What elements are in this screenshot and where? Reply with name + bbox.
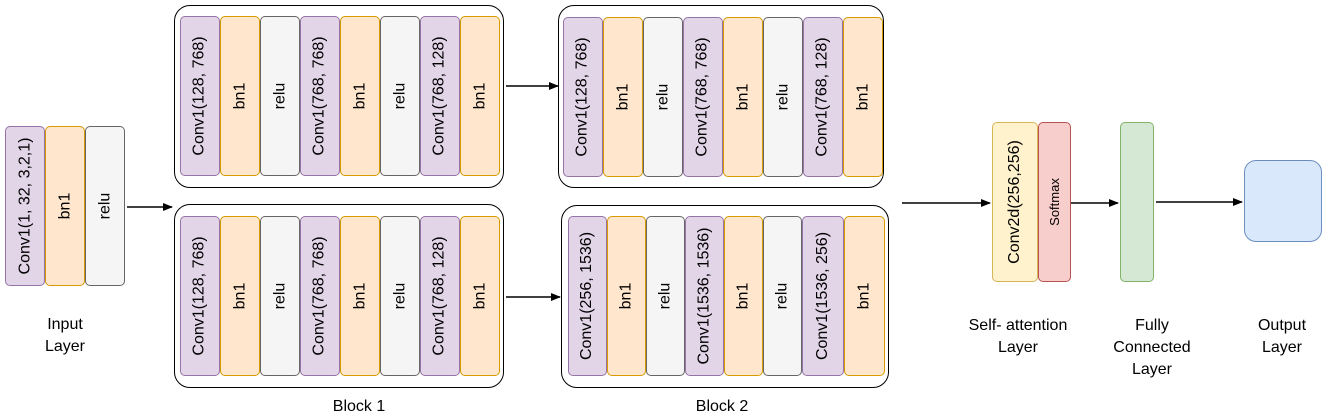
output-layer-caption: Output Layer — [1242, 315, 1322, 359]
block1-top-bn-layer: bn1 — [340, 16, 380, 176]
input-caption-line2: Layer — [44, 338, 86, 355]
block2-top-bn-layer: bn1 — [843, 17, 883, 177]
block2-bottom-bn-layer: bn1 — [607, 216, 646, 376]
output-layer-box — [1244, 160, 1322, 242]
attention-conv-layer: Conv2d(256,256) — [992, 122, 1038, 282]
block2-bottom-bn-layer: bn1 — [844, 216, 885, 376]
output-caption-line1: Output — [1257, 317, 1307, 334]
block1-top-bn-layer: bn1 — [460, 16, 500, 176]
input-layer-caption: Input Layer — [25, 314, 105, 358]
block1-bottom-bn-layer: bn1 — [220, 216, 260, 376]
block1-bottom-conv-layer: Conv1(768, 128) — [420, 216, 460, 376]
fully-connected-layer — [1120, 122, 1154, 282]
block1-bottom-relu-layer: relu — [380, 216, 420, 376]
block2-top-bn-layer: bn1 — [603, 17, 643, 177]
fc-caption-line2: Connected — [1113, 339, 1191, 356]
block1-bottom-conv-layer: Conv1(128, 768) — [180, 216, 220, 376]
block2-top-bn-layer: bn1 — [723, 17, 763, 177]
block1-top-bn-layer: bn1 — [220, 16, 260, 176]
block2-caption: Block 2 — [695, 398, 749, 415]
block1-bottom-relu-layer: relu — [260, 216, 300, 376]
block2-top-conv-layer: Conv1(128, 768) — [563, 17, 603, 177]
block2-bottom-bn-layer: bn1 — [724, 216, 763, 376]
block1-caption: Block 1 — [332, 398, 386, 415]
fully-connected-caption: Fully Connected Layer — [1102, 315, 1202, 381]
input-relu-layer: relu — [85, 126, 125, 286]
block2-bottom-relu-layer: relu — [763, 216, 802, 376]
output-caption-line2: Layer — [1261, 339, 1303, 356]
fc-caption-line1: Fully — [1135, 317, 1169, 334]
block2-top-relu-layer: relu — [763, 17, 803, 177]
softmax-layer: Softmax — [1038, 122, 1071, 282]
block2-bottom-relu-layer: relu — [646, 216, 685, 376]
block1-bottom-bn-layer: bn1 — [340, 216, 380, 376]
fc-caption-line3: Layer — [1131, 361, 1173, 378]
attention-caption-line1: Self- attention — [968, 317, 1068, 334]
attention-caption-line2: Layer — [997, 339, 1039, 356]
block1-top-conv-layer: Conv1(768, 128) — [420, 16, 460, 176]
block2-top-conv-layer: Conv1(768, 768) — [683, 17, 723, 177]
input-caption-line1: Input — [47, 316, 83, 333]
self-attention-caption: Self- attention Layer — [952, 315, 1084, 359]
block2-top-conv-layer: Conv1(768, 128) — [803, 17, 843, 177]
block1-top-conv-layer: Conv1(768, 768) — [300, 16, 340, 176]
block1-top-conv-layer: Conv1(128, 768) — [180, 16, 220, 176]
block1-bottom-bn-layer: bn1 — [460, 216, 500, 376]
block2-bottom-conv-layer: Conv1(256, 1536) — [568, 216, 607, 376]
input-bn-layer: bn1 — [45, 126, 85, 286]
input-conv-layer: Conv1(1, 32, 3,2,1) — [5, 126, 45, 286]
block2-bottom-conv-layer: Conv1(1536, 256) — [802, 216, 844, 376]
block2-bottom-conv-layer: Conv1(1536, 1536) — [685, 216, 724, 376]
block1-top-relu-layer: relu — [380, 16, 420, 176]
block2-top-relu-layer: relu — [643, 17, 683, 177]
block1-bottom-conv-layer: Conv1(768, 768) — [300, 216, 340, 376]
block1-top-relu-layer: relu — [260, 16, 300, 176]
